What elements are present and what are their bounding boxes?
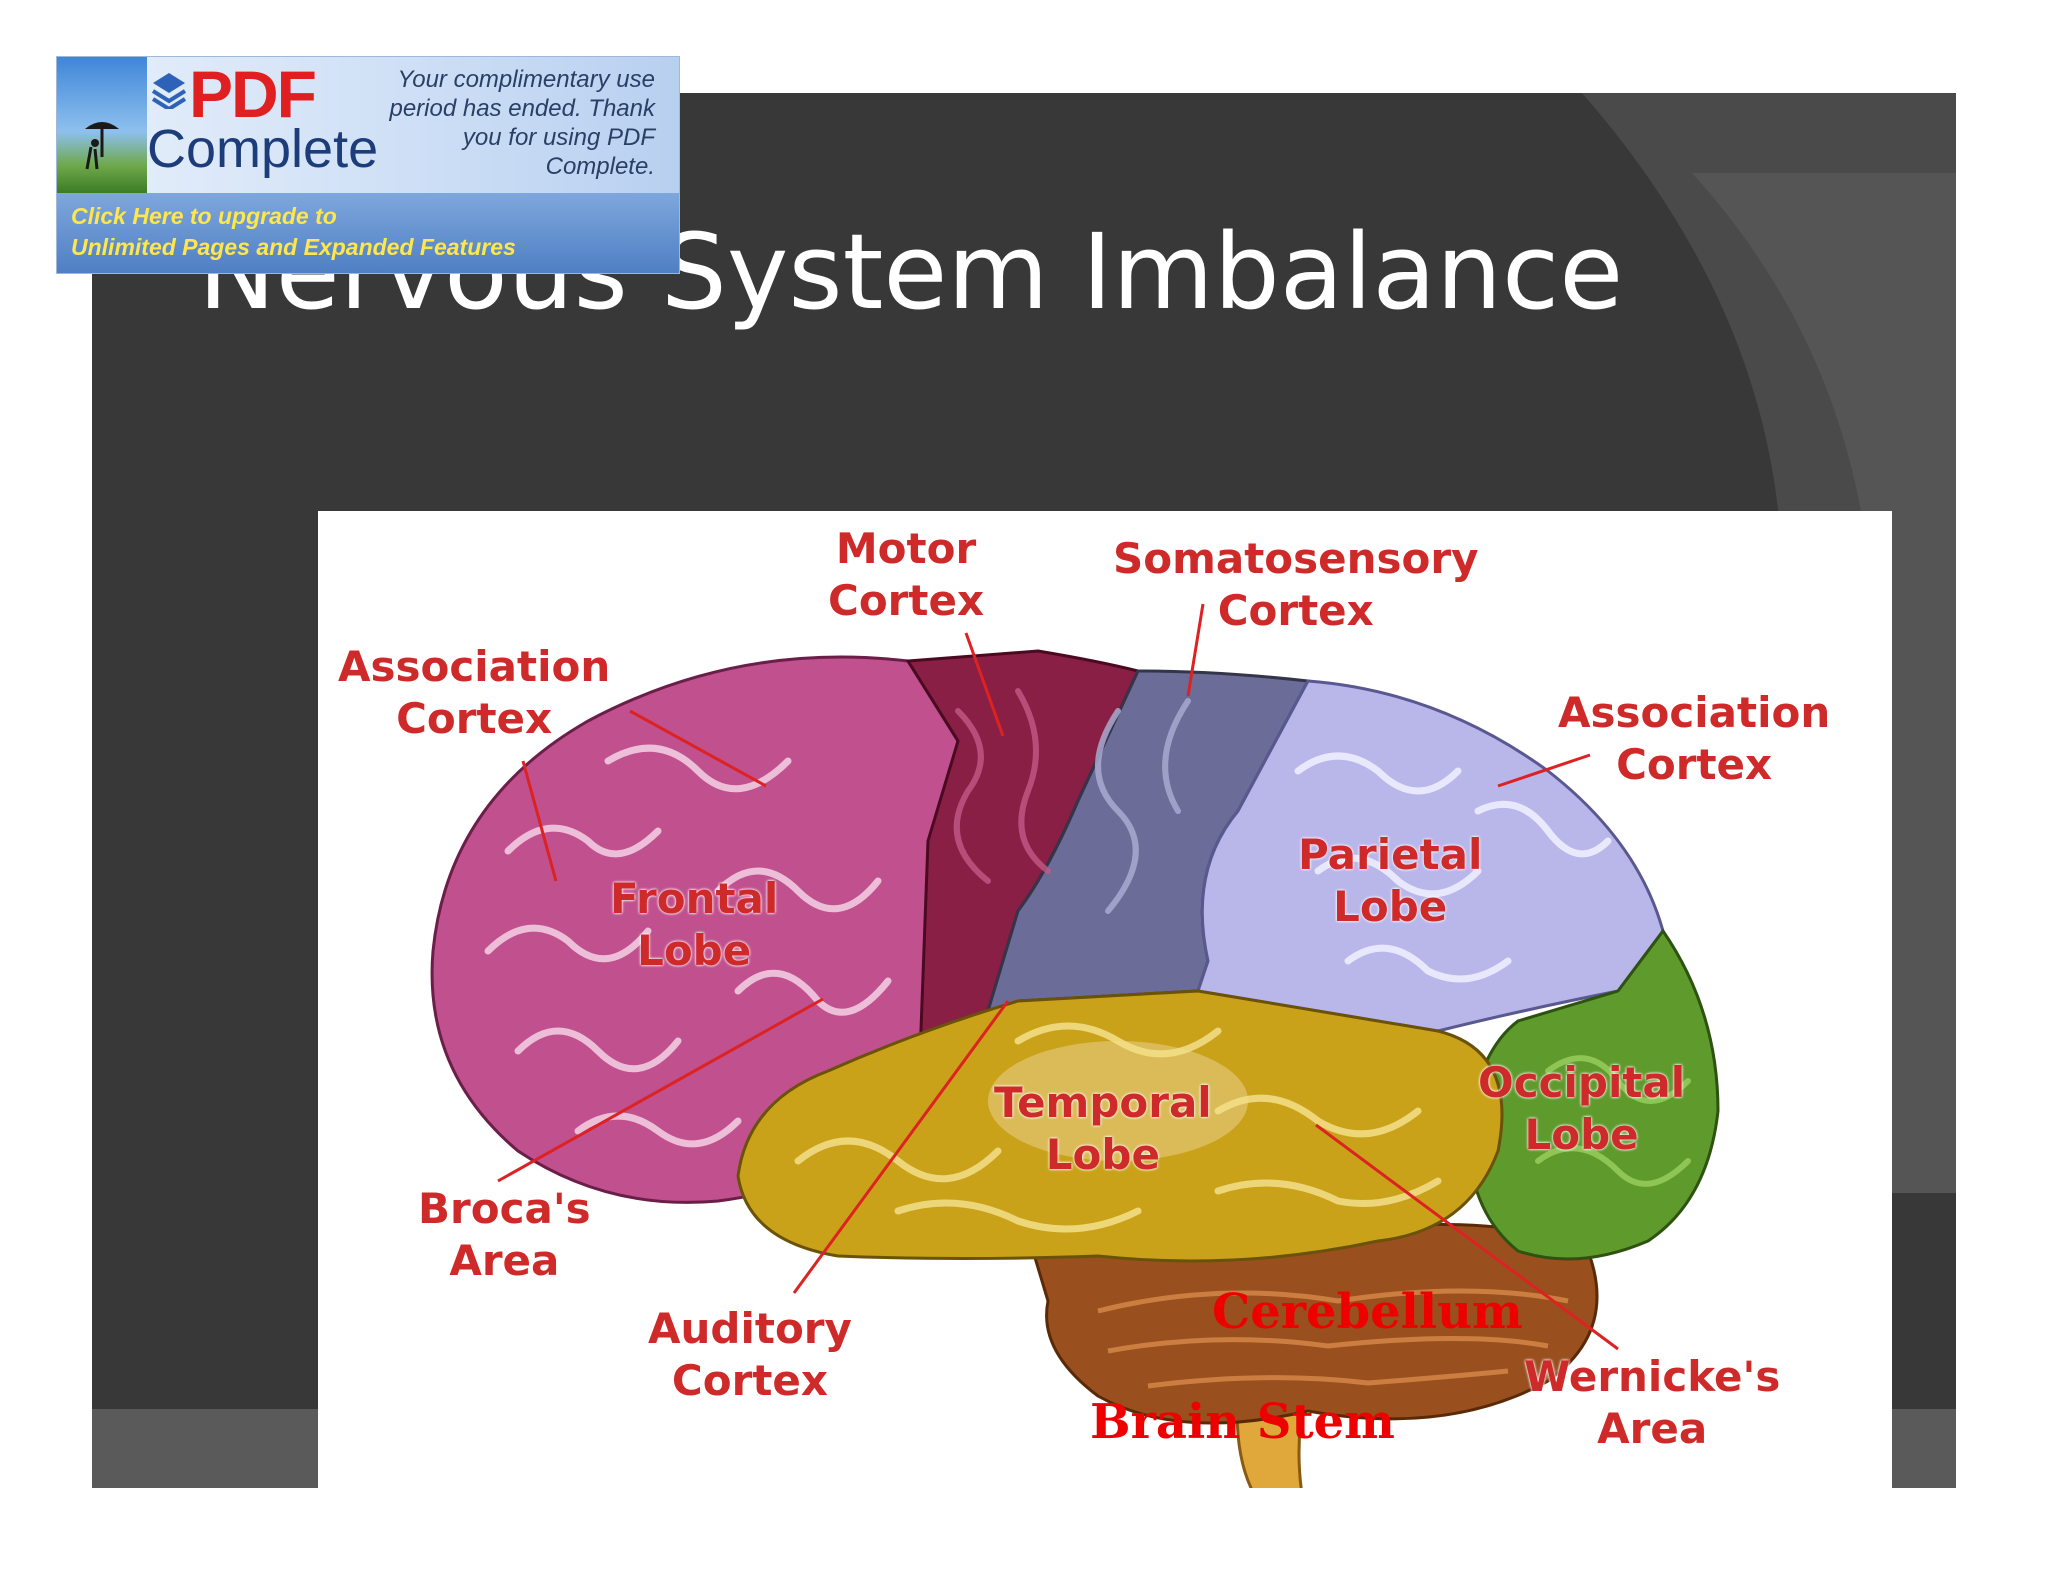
occipital-lobe-label: Occipital Lobe bbox=[1478, 1058, 1686, 1159]
auditory-cortex-label: Auditory Cortex bbox=[648, 1304, 852, 1405]
pdf-complete-upgrade-banner[interactable]: PDF Complete Your complimentary use peri… bbox=[56, 56, 680, 274]
brain-stem-label: Brain Stem bbox=[1090, 1394, 1395, 1450]
slide: Nervous System Imbalance bbox=[92, 93, 1956, 1488]
parietal-lobe-region bbox=[1196, 679, 1665, 1033]
upgrade-link[interactable]: Click Here to upgrade to Unlimited Pages… bbox=[71, 203, 516, 260]
leader-lines bbox=[497, 603, 1619, 1351]
brocas-area-label: Broca's Area bbox=[418, 1184, 591, 1285]
somatosensory-cortex-label: Somatosensory Cortex bbox=[1113, 534, 1479, 635]
association-cortex-front-label: Association Cortex bbox=[338, 642, 611, 743]
frontal-lobe-label: Frontal Lobe bbox=[610, 874, 779, 975]
motor-cortex-label: Motor Cortex bbox=[828, 524, 985, 625]
brain-illustration bbox=[430, 603, 1720, 1488]
banner-brand-complete: Complete bbox=[147, 119, 379, 179]
banner-photo bbox=[57, 57, 147, 193]
association-cortex-back-label: Association Cortex bbox=[1558, 688, 1831, 789]
brain-diagram: Motor Cortex Somatosensory Cortex Associ… bbox=[318, 511, 1892, 1488]
banner-message: Your complimentary use period has ended.… bbox=[389, 66, 655, 180]
cerebellum-label: Cerebellum bbox=[1212, 1284, 1523, 1340]
umbrella-person-icon bbox=[85, 122, 119, 170]
parietal-lobe-label: Parietal Lobe bbox=[1298, 830, 1483, 931]
stack-layers-icon bbox=[151, 73, 187, 109]
upgrade-strip[interactable]: Click Here to upgrade to Unlimited Pages… bbox=[57, 193, 679, 273]
wernickes-area-label: Wernicke's Area bbox=[1524, 1352, 1781, 1453]
temporal-lobe-label: Temporal Lobe bbox=[994, 1078, 1212, 1179]
banner-brand-pdf: PDF bbox=[189, 57, 317, 131]
